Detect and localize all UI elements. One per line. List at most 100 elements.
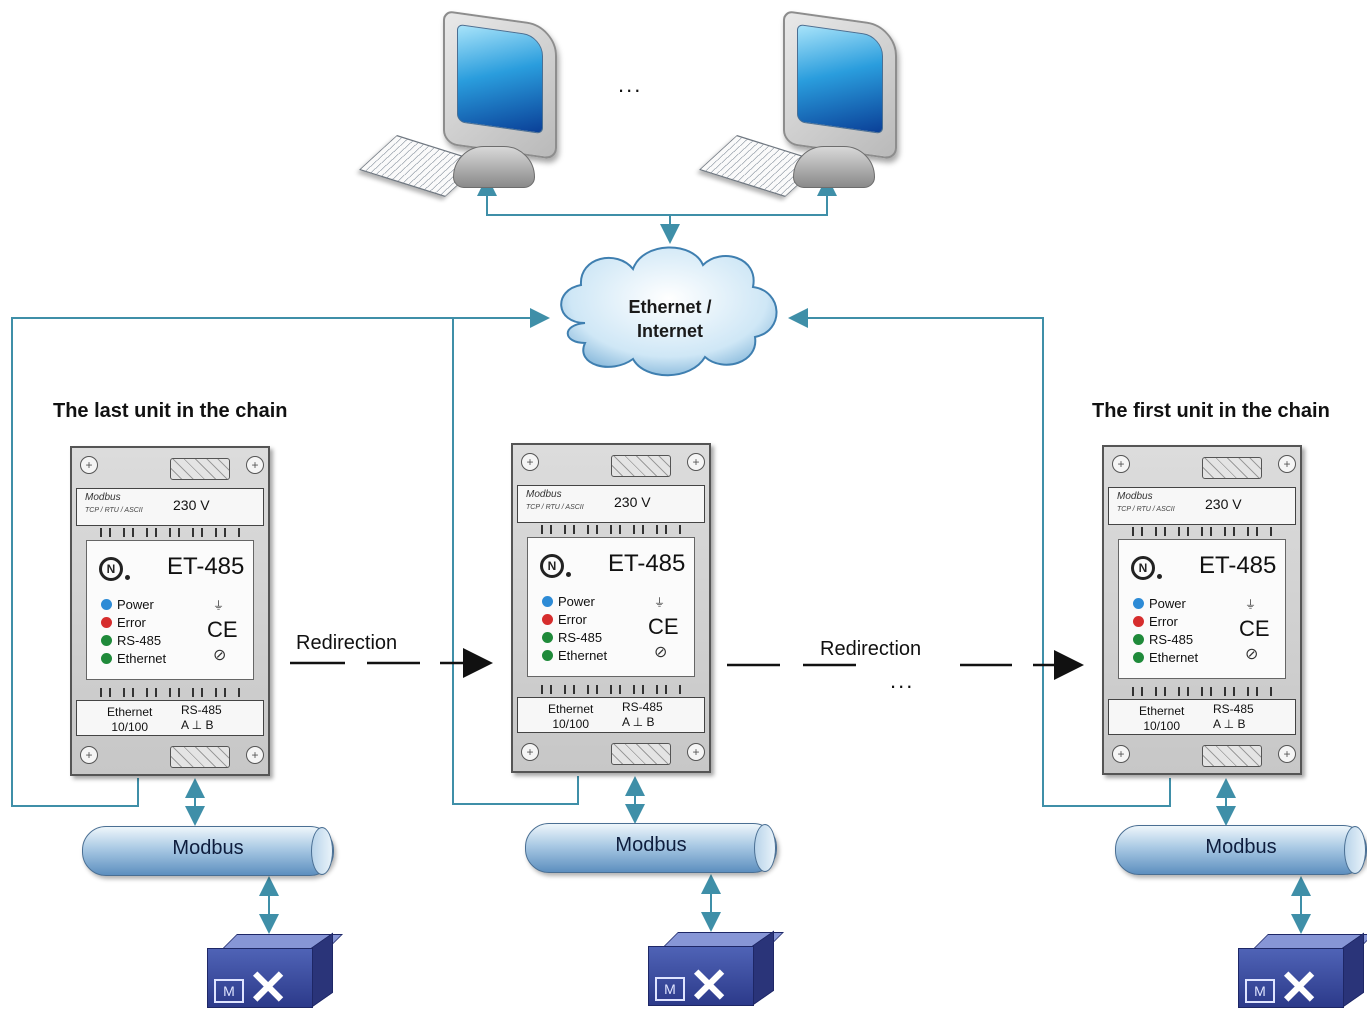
modbus-switch-middle: M✕ <box>648 930 784 1013</box>
screw-icon: + <box>521 743 539 761</box>
redirection-label-1: Redirection <box>296 632 398 654</box>
modbus-bus-label: Modbus <box>172 837 244 859</box>
modbus-bus-first: Modbus <box>1115 825 1367 875</box>
ground-symbol-icon: ⏚ <box>654 597 665 609</box>
terminal-block <box>170 746 230 768</box>
screw-icon: + <box>1278 745 1296 763</box>
led-power-icon <box>1133 598 1144 609</box>
modbus-bus-last: Modbus <box>82 826 334 876</box>
screw-icon: + <box>246 456 264 474</box>
switch-icon: ✕ <box>248 962 289 1015</box>
terminal-block <box>611 743 671 765</box>
logo-icon: N <box>99 557 123 581</box>
modbus-switch-first: M✕ <box>1238 932 1367 1015</box>
led-power: Power <box>542 594 595 609</box>
modbus-protocols-text: TCP / RTU / ASCII <box>526 504 584 511</box>
modbus-brand-text: Modbus <box>526 489 562 500</box>
screw-icon: + <box>687 743 705 761</box>
led-ethernet: Ethernet <box>1133 650 1198 665</box>
logo-icon: N <box>1131 556 1155 580</box>
computer-1 <box>359 9 565 208</box>
screw-icon: + <box>80 746 98 764</box>
voltage-label: 230 V <box>1205 496 1242 512</box>
recycle-symbol-icon: ⊘ <box>213 647 227 664</box>
screw-icon: + <box>80 456 98 474</box>
cloud-icon <box>560 246 778 377</box>
bottom-pins <box>541 685 681 694</box>
led-power-icon <box>542 596 553 607</box>
first-unit-title: The first unit in the chain <box>1092 400 1330 422</box>
first-unit-uplink <box>788 308 1171 807</box>
led-error: Error <box>1133 614 1178 629</box>
led-rs485: RS-485 <box>1133 632 1193 647</box>
led-error-icon <box>1133 616 1144 627</box>
led-ethernet: Ethernet <box>101 651 166 666</box>
front-panel: N ET-485 Power Error RS-485 Ethernet ⏚ C… <box>1118 539 1286 679</box>
led-power: Power <box>101 597 154 612</box>
front-panel: N ET-485 Power Error RS-485 Ethernet ⏚ C… <box>527 537 695 677</box>
led-power: Power <box>1133 596 1186 611</box>
redirection-label-2: Redirection <box>820 638 922 660</box>
top-pins <box>1132 527 1272 536</box>
led-rs485: RS-485 <box>542 630 602 645</box>
power-band: Modbus TCP / RTU / ASCII 230 V <box>517 485 705 523</box>
voltage-label: 230 V <box>614 494 651 510</box>
led-rs485: RS-485 <box>101 633 161 648</box>
modbus-switch-last: M✕ <box>207 932 343 1015</box>
terminal-block <box>611 455 671 477</box>
terminal-block <box>1202 745 1262 767</box>
screw-icon: + <box>687 453 705 471</box>
modbus-brand-text: Modbus <box>85 492 121 503</box>
screw-icon: + <box>1112 745 1130 763</box>
modbus-protocols-text: TCP / RTU / ASCII <box>1117 506 1175 513</box>
units-ellipsis: ... <box>890 668 915 693</box>
monitor-icon <box>443 9 557 161</box>
recycle-symbol-icon: ⊘ <box>1245 646 1259 663</box>
last-unit-title: The last unit in the chain <box>53 400 288 422</box>
modbus-bus-middle: Modbus <box>525 823 777 873</box>
switch-m-label: M <box>1245 979 1275 1003</box>
switch-icon: ✕ <box>689 960 730 1013</box>
led-power-icon <box>101 599 112 610</box>
et485-device-last: + + Modbus TCP / RTU / ASCII 230 V N ET-… <box>70 446 270 776</box>
screw-icon: + <box>246 746 264 764</box>
led-ethernet: Ethernet <box>542 648 607 663</box>
power-band: Modbus TCP / RTU / ASCII 230 V <box>1108 487 1296 525</box>
led-rs485-icon <box>1133 634 1144 645</box>
led-error: Error <box>101 615 146 630</box>
internet-cloud: Ethernet / Internet <box>545 235 795 385</box>
switch-m-label: M <box>214 979 244 1003</box>
front-panel: N ET-485 Power Error RS-485 Ethernet ⏚ C… <box>86 540 254 680</box>
monitor-stand <box>793 146 875 188</box>
model-label: ET-485 <box>608 550 686 577</box>
led-rs485-icon <box>542 632 553 643</box>
cloud-label-line2: Internet <box>636 321 703 341</box>
screw-icon: + <box>521 453 539 471</box>
top-pins <box>100 528 240 537</box>
screw-icon: + <box>1112 455 1130 473</box>
ce-mark: CE <box>648 614 679 639</box>
screw-icon: + <box>1278 455 1296 473</box>
led-error: Error <box>542 612 587 627</box>
top-pins <box>541 525 681 534</box>
bottom-pins <box>1132 687 1272 696</box>
model-label: ET-485 <box>167 553 245 580</box>
terminal-block <box>170 458 230 480</box>
model-label: ET-485 <box>1199 552 1277 579</box>
computers-ellipsis: ... <box>618 72 643 97</box>
led-rs485-icon <box>101 635 112 646</box>
modbus-bus-label: Modbus <box>1205 836 1277 858</box>
modbus-bus-label: Modbus <box>615 834 687 856</box>
voltage-label: 230 V <box>173 497 210 513</box>
led-error-icon <box>101 617 112 628</box>
monitor-stand <box>453 146 535 188</box>
led-error-icon <box>542 614 553 625</box>
middle-unit-uplink <box>452 318 579 805</box>
